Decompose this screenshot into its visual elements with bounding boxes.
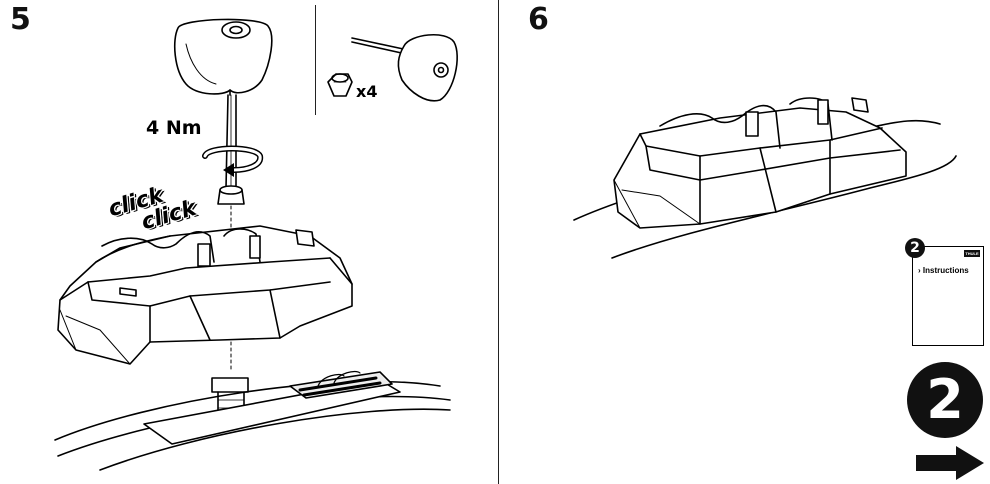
panel-divider [498, 0, 499, 484]
roof-foot-icon [57, 225, 353, 365]
step-number-6: 6 [528, 2, 549, 37]
quantity-label: x4 [356, 82, 378, 101]
right-arrow-icon[interactable] [916, 446, 984, 480]
nut-icon [327, 73, 353, 97]
roof-rail-icon [54, 370, 451, 471]
next-step-badge[interactable]: 2 [907, 362, 983, 438]
rotation-arrow-icon [202, 145, 264, 177]
hex-key-icon [351, 33, 458, 102]
inset-divider [315, 5, 316, 115]
bolt-head-icon [217, 185, 245, 241]
torque-value: 4 Nm [146, 117, 202, 139]
torque-knob-icon [173, 18, 273, 189]
assembled-foot-icon [573, 97, 957, 259]
step-number-5: 5 [10, 2, 31, 37]
brand-logo: THULE [964, 250, 980, 257]
next-instructions-card[interactable]: 2 THULE › Instructions [905, 238, 984, 346]
card-title: › Instructions [918, 266, 969, 275]
card-step-number: 2 [905, 238, 925, 258]
